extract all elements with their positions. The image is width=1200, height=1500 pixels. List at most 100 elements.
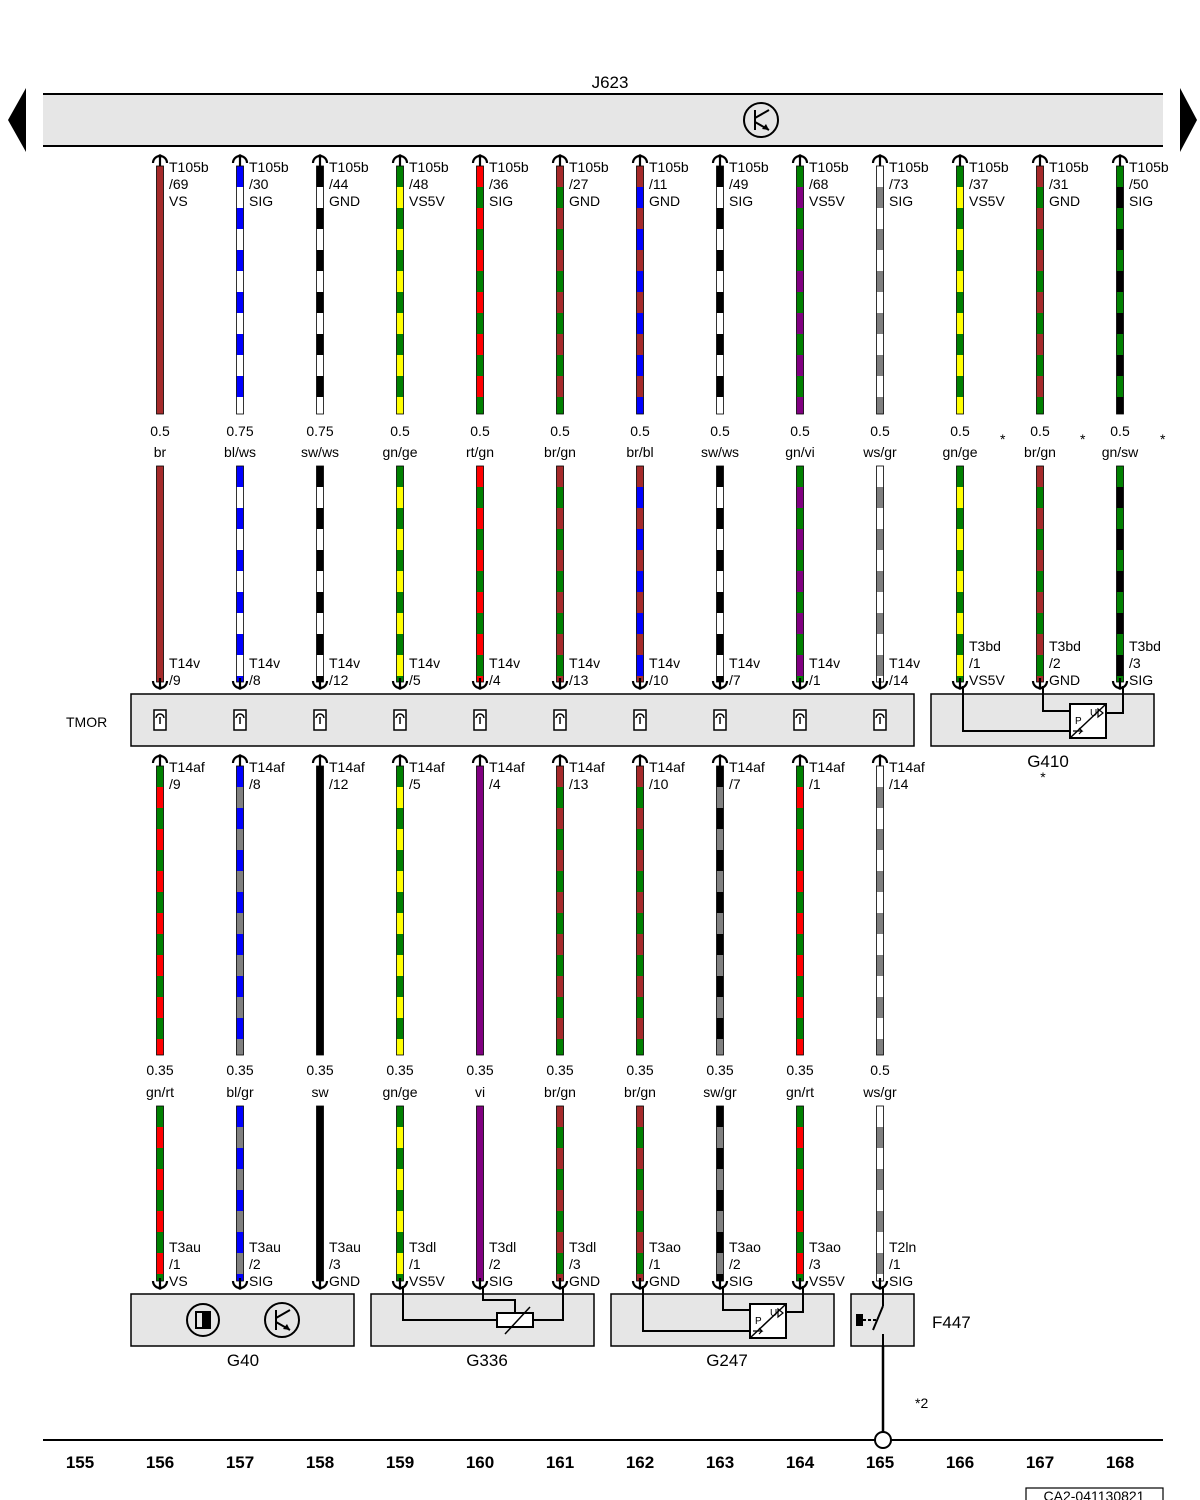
- wire-lower-segment-lower[interactable]: [636, 1105, 644, 1282]
- wire-lower-segment-lower[interactable]: [156, 1105, 164, 1282]
- wire-upper-segment[interactable]: [556, 165, 564, 415]
- j623-pin-connector[interactable]: [311, 154, 329, 166]
- ground-connection-point[interactable]: [874, 1431, 892, 1449]
- tmor-lower-pin-connector[interactable]: [711, 754, 729, 766]
- component-pin-connector[interactable]: [471, 1278, 489, 1290]
- wire-lower-segment-lower[interactable]: [396, 1105, 404, 1282]
- component-pin-connector[interactable]: [311, 1278, 329, 1290]
- tmor-upper-pin-connector[interactable]: [951, 678, 969, 690]
- wire-upper-segment[interactable]: [876, 165, 884, 415]
- tmor-lower-pin-connector[interactable]: [631, 754, 649, 766]
- wire-upper-segment[interactable]: [316, 165, 324, 415]
- wire-upper-segment-lower[interactable]: [1116, 465, 1124, 683]
- wire-lower-segment[interactable]: [236, 765, 244, 1056]
- wire-upper-segment[interactable]: [1036, 165, 1044, 415]
- wire-upper-segment-lower[interactable]: [636, 465, 644, 683]
- tmor-lower-pin-connector[interactable]: [551, 754, 569, 766]
- tmor-upper-pin-connector[interactable]: [151, 678, 169, 690]
- tmor-connector-module[interactable]: [130, 693, 915, 747]
- reference-code: CA2-041130821: [1044, 1488, 1145, 1500]
- wire-lower-segment-lower[interactable]: [556, 1105, 564, 1282]
- wire-upper-segment-lower[interactable]: [1036, 465, 1044, 683]
- tmor-lower-pin-connector[interactable]: [391, 754, 409, 766]
- tmor-lower-pin-connector[interactable]: [791, 754, 809, 766]
- component-pin-connector[interactable]: [631, 1278, 649, 1290]
- wire-upper-segment-lower[interactable]: [316, 465, 324, 683]
- wire-lower-segment-lower[interactable]: [796, 1105, 804, 1282]
- wire-upper-segment-lower[interactable]: [796, 465, 804, 683]
- tmor-upper-pin-connector[interactable]: [1111, 678, 1129, 690]
- wire-upper-segment[interactable]: [956, 165, 964, 415]
- wire-lower-segment[interactable]: [636, 765, 644, 1056]
- wire-lower-segment[interactable]: [156, 765, 164, 1056]
- wire-lower-segment-lower[interactable]: [876, 1105, 884, 1282]
- j623-pin-connector[interactable]: [391, 154, 409, 166]
- tmor-upper-pin-connector[interactable]: [311, 678, 329, 690]
- wire-upper-segment[interactable]: [476, 165, 484, 415]
- wire-upper-segment-lower[interactable]: [556, 465, 564, 683]
- j623-pin-connector[interactable]: [1111, 154, 1129, 166]
- tmor-upper-pin-connector[interactable]: [471, 678, 489, 690]
- component-pin-connector[interactable]: [711, 1278, 729, 1290]
- wire-upper-segment[interactable]: [156, 165, 164, 415]
- wire-lower-segment[interactable]: [316, 765, 324, 1056]
- j623-pin-connector[interactable]: [151, 154, 169, 166]
- wire-upper-segment[interactable]: [636, 165, 644, 415]
- scroll-right-arrow-icon[interactable]: [1180, 88, 1197, 152]
- tmor-upper-pin-connector[interactable]: [231, 678, 249, 690]
- scroll-left-arrow-icon[interactable]: [8, 88, 26, 152]
- tmor-lower-pin-connector[interactable]: [471, 754, 489, 766]
- tmor-upper-pin-connector[interactable]: [711, 678, 729, 690]
- wire-upper-segment[interactable]: [396, 165, 404, 415]
- tmor-upper-pin-connector[interactable]: [391, 678, 409, 690]
- j623-pin-connector[interactable]: [871, 154, 889, 166]
- wire-lower-segment-lower[interactable]: [236, 1105, 244, 1282]
- tmor-upper-pin-connector[interactable]: [631, 678, 649, 690]
- component-pin-connector[interactable]: [231, 1278, 249, 1290]
- component-pin-connector[interactable]: [551, 1278, 569, 1290]
- wire-upper-segment-lower[interactable]: [476, 465, 484, 683]
- wire-lower-segment[interactable]: [796, 765, 804, 1056]
- wire-upper-segment[interactable]: [796, 165, 804, 415]
- wire-upper-segment-lower[interactable]: [876, 465, 884, 683]
- wire-lower-segment[interactable]: [556, 765, 564, 1056]
- tmor-upper-pin-connector[interactable]: [791, 678, 809, 690]
- wire-lower-segment[interactable]: [876, 765, 884, 1056]
- tmor-lower-pin-connector[interactable]: [311, 754, 329, 766]
- j623-pin-connector[interactable]: [471, 154, 489, 166]
- component-pin-connector[interactable]: [871, 1278, 889, 1290]
- wire-upper-segment-lower[interactable]: [156, 465, 164, 683]
- wire-lower-segment-lower[interactable]: [476, 1105, 484, 1282]
- j623-pin-connector[interactable]: [231, 154, 249, 166]
- wire-lower-segment[interactable]: [476, 765, 484, 1056]
- wire-upper-segment-lower[interactable]: [396, 465, 404, 683]
- component-pin-connector[interactable]: [791, 1278, 809, 1290]
- j623-pin-connector[interactable]: [791, 154, 809, 166]
- tmor-upper-pin-connector[interactable]: [1031, 678, 1049, 690]
- component-pin-connector[interactable]: [151, 1278, 169, 1290]
- tmor-lower-pin-connector[interactable]: [231, 754, 249, 766]
- tmor-lower-pin-connector[interactable]: [871, 754, 889, 766]
- tmor-upper-pin-connector[interactable]: [551, 678, 569, 690]
- j623-pin-connector[interactable]: [631, 154, 649, 166]
- j623-pin-connector[interactable]: [551, 154, 569, 166]
- wire-lower-segment[interactable]: [396, 765, 404, 1056]
- j623-pin-connector[interactable]: [711, 154, 729, 166]
- j623-pin-connector[interactable]: [951, 154, 969, 166]
- wire-upper-segment-lower[interactable]: [956, 465, 964, 683]
- wire-upper-segment[interactable]: [236, 165, 244, 415]
- wire-lower-segment[interactable]: [716, 765, 724, 1056]
- j623-pin-connector[interactable]: [1031, 154, 1049, 166]
- wire-lower-segment-lower[interactable]: [316, 1105, 324, 1282]
- component-pin-connector[interactable]: [391, 1278, 409, 1290]
- g40-component[interactable]: [130, 1293, 355, 1347]
- j623-module[interactable]: [43, 94, 1163, 146]
- tmor-lower-pin-connector[interactable]: [151, 754, 169, 766]
- tmor-upper-pin-connector[interactable]: [871, 678, 889, 690]
- g410-internal-wiring-2: [1042, 686, 1070, 712]
- wire-upper-segment-lower[interactable]: [236, 465, 244, 683]
- wire-lower-segment-lower[interactable]: [716, 1105, 724, 1282]
- wire-upper-segment[interactable]: [1116, 165, 1124, 415]
- wire-upper-segment[interactable]: [716, 165, 724, 415]
- wire-upper-segment-lower[interactable]: [716, 465, 724, 683]
